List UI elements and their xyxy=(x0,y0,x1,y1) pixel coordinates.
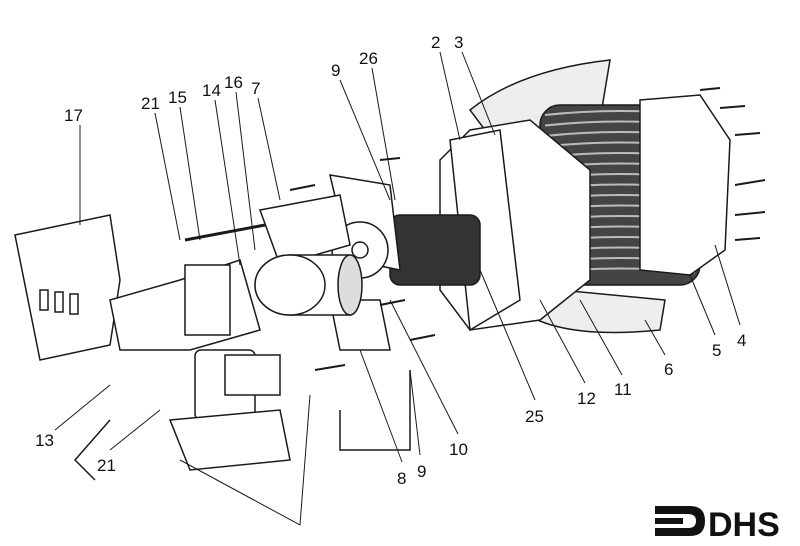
rod xyxy=(184,223,266,242)
part-label: 11 xyxy=(614,380,632,399)
part-label: 13 xyxy=(35,431,54,450)
end-plate xyxy=(639,94,731,276)
logo-mark xyxy=(655,506,705,536)
leader-lines xyxy=(54,51,741,463)
part-label: 5 xyxy=(712,341,721,360)
control-box xyxy=(14,214,121,361)
part-label: 12 xyxy=(577,389,596,408)
fuel-line xyxy=(73,419,111,481)
logo-text: DHS xyxy=(708,506,780,544)
part-label: 25 xyxy=(525,407,544,426)
pump-base xyxy=(168,409,291,471)
part-label: 21 xyxy=(97,456,116,475)
part-label: 4 xyxy=(737,331,746,350)
part-label: 2 xyxy=(431,33,440,52)
part-label: 6 xyxy=(664,360,673,379)
part-label: 9 xyxy=(417,462,426,481)
part-label: 21 xyxy=(141,94,160,113)
part-label: 26 xyxy=(359,49,378,68)
part-label: 7 xyxy=(251,79,260,98)
air-tube xyxy=(258,194,351,266)
burner-tube xyxy=(389,214,481,286)
capacitor xyxy=(224,354,281,396)
part-label: 3 xyxy=(454,33,463,52)
part-label: 16 xyxy=(224,73,243,92)
part-labels: 17 21 15 14 16 7 9 26 2 3 5 4 6 11 12 25… xyxy=(35,33,746,488)
bolts xyxy=(289,87,766,371)
part-label: 10 xyxy=(449,440,468,459)
part-label: 14 xyxy=(202,81,221,100)
part-label: 15 xyxy=(168,88,187,107)
part-label: 17 xyxy=(64,106,83,125)
connection-line xyxy=(179,394,311,526)
side-plate xyxy=(184,264,231,336)
part-label: 8 xyxy=(397,469,406,488)
dhs-logo: DHS xyxy=(655,506,780,544)
part-label: 9 xyxy=(331,61,340,80)
